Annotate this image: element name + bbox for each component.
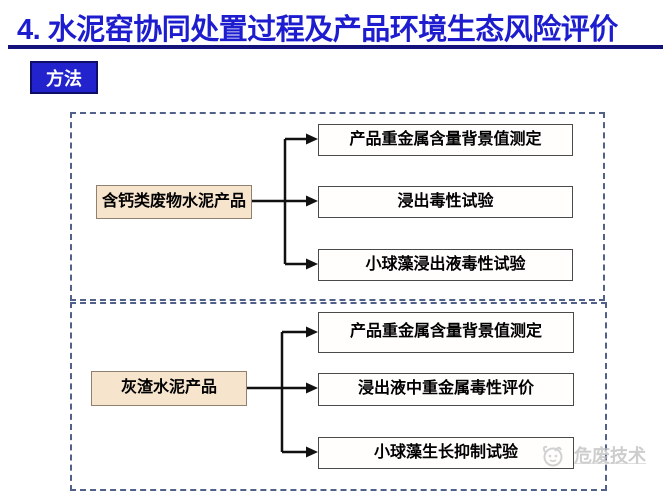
node-source-calcium-waste-cement: 含钙类废物水泥产品	[96, 185, 252, 219]
watermark: 危废技术	[541, 442, 646, 468]
node-target-heavy-metal-background: 产品重金属含量背景值测定	[318, 312, 574, 353]
page-title: 4. 水泥窑协同处置过程及产品环境生态风险评价	[17, 14, 618, 46]
flowchart-panel-calcium: 含钙类废物水泥产品 产品重金属含量背景值测定 浸出毒性试验 小球藻浸出液毒性试验	[70, 112, 605, 301]
node-target-heavy-metal-background: 产品重金属含量背景值测定	[318, 124, 573, 156]
node-source-ash-residue-cement: 灰渣水泥产品	[91, 371, 247, 406]
method-badge-label: 方法	[46, 68, 82, 89]
flowchart-panel-ash: 灰渣水泥产品 产品重金属含量背景值测定 浸出液中重金属毒性评价 小球藻生长抑制试…	[70, 302, 607, 491]
title-underline	[8, 45, 663, 49]
node-target-chlorella-growth-inhibition: 小球藻生长抑制试验	[318, 437, 574, 469]
node-target-leaching-toxicity-test: 浸出毒性试验	[318, 186, 573, 218]
method-badge: 方法	[30, 61, 98, 94]
node-target-leachate-heavy-metal-toxicity: 浸出液中重金属毒性评价	[318, 373, 574, 406]
node-target-chlorella-leachate-toxicity: 小球藻浸出液毒性试验	[318, 249, 573, 281]
watermark-label: 危废技术	[574, 446, 646, 466]
mascot-face-icon	[542, 445, 563, 467]
